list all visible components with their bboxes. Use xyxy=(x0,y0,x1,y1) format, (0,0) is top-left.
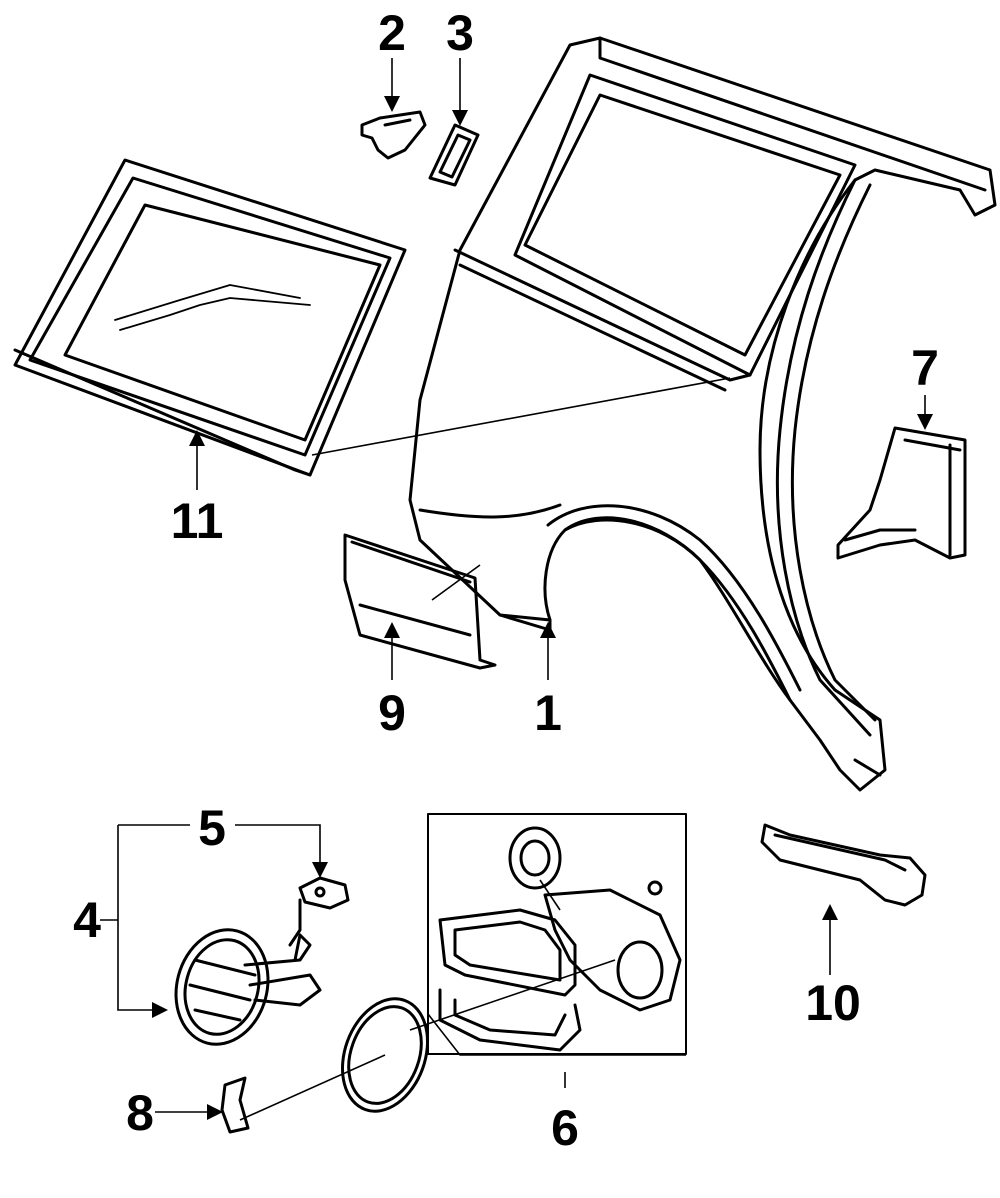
clip-bracket xyxy=(360,110,427,160)
fuel-door xyxy=(174,898,322,1046)
quarter-window-glass xyxy=(13,158,407,477)
callout-11: 11 xyxy=(171,493,224,549)
callout-labels: 1 2 3 4 5 6 7 8 9 10 11 xyxy=(73,5,939,1156)
callout-4: 4 xyxy=(73,892,101,948)
vent-grille xyxy=(428,123,480,187)
splash-shield xyxy=(343,533,497,670)
callout-2: 2 xyxy=(378,5,406,61)
fuel-housing-kit xyxy=(427,813,687,1055)
callout-6: 6 xyxy=(551,1100,579,1156)
callout-3: 3 xyxy=(446,5,474,61)
quarter-panel xyxy=(408,36,997,792)
leader-lines xyxy=(100,58,933,1121)
seal-ring xyxy=(340,997,430,1113)
fuel-door-hinge xyxy=(298,876,350,910)
lower-brace xyxy=(760,823,927,907)
callout-1: 1 xyxy=(534,685,562,741)
clip xyxy=(220,1076,250,1134)
wheelhouse-liner xyxy=(836,426,967,560)
callout-5: 5 xyxy=(198,800,226,856)
callout-10: 10 xyxy=(805,975,861,1031)
callout-9: 9 xyxy=(378,685,406,741)
callout-7: 7 xyxy=(911,340,939,396)
callout-8: 8 xyxy=(126,1085,154,1141)
glass-reflection xyxy=(114,284,311,331)
